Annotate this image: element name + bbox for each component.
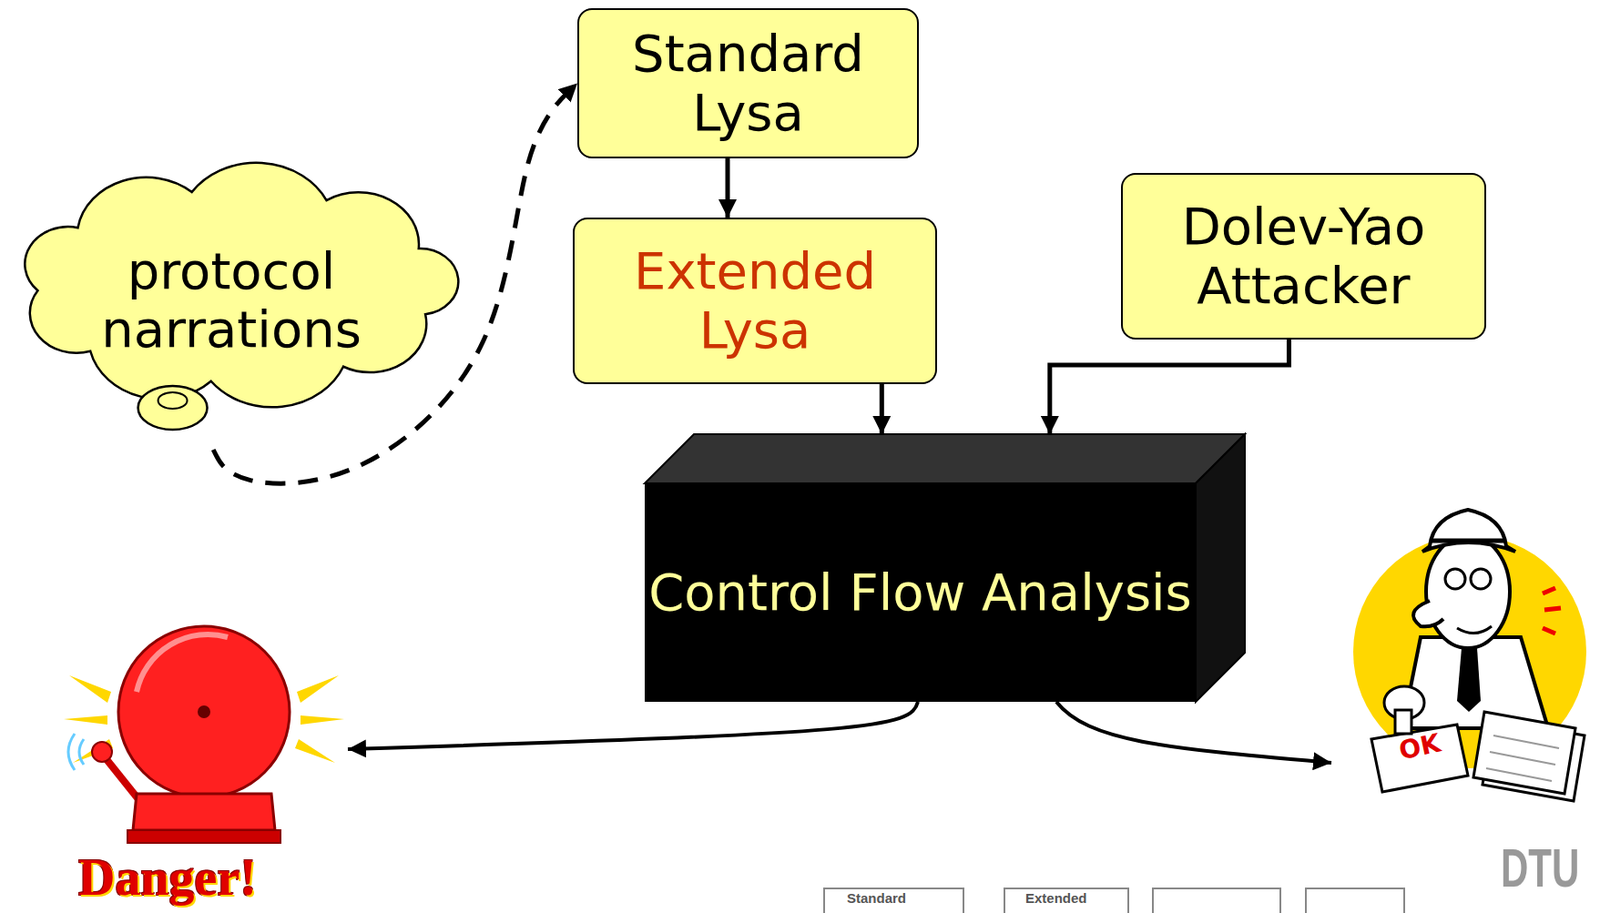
process-box: Dolev-Yao Attacker: [1121, 173, 1487, 340]
cloud-puff: [138, 386, 208, 430]
bell-center: [197, 705, 211, 719]
nav-box: [1152, 888, 1281, 913]
node-label: Control Flow Analysis: [648, 563, 1193, 622]
bell-base: [132, 794, 276, 831]
detective-coat: [1402, 637, 1549, 729]
cloud-body: [24, 163, 459, 408]
detective-smile: [1457, 626, 1492, 634]
footer-nav: [824, 888, 1405, 913]
detective-glasses: [1445, 569, 1466, 590]
detective-nose: [1413, 601, 1444, 627]
process-box: Standard Lysa: [577, 8, 919, 159]
rubber-stamp: [1395, 710, 1412, 734]
nav-label: Standard: [846, 891, 907, 906]
block-side-face: [1195, 434, 1245, 703]
detective-hat-band: [1431, 539, 1507, 544]
nav-box: [1004, 888, 1129, 913]
bell-ray: [300, 715, 345, 725]
bell-ray: [296, 675, 339, 704]
analysis-block: Control Flow Analysis: [644, 434, 1245, 703]
block-front-face: [644, 483, 1196, 703]
logo-text: DTU: [1500, 841, 1580, 897]
process-box: Extended Lysa: [572, 217, 938, 385]
flow-arrow: [725, 158, 731, 218]
approval-paper: [1371, 724, 1468, 793]
paper-lines: [1486, 735, 1560, 782]
nav-box: [824, 888, 964, 913]
detective-tie: [1457, 648, 1481, 713]
node-label: Extended Lysa: [589, 242, 921, 360]
cloud-puff: [158, 392, 188, 409]
sound-wave: [68, 733, 84, 771]
flow-arrow: [1049, 339, 1290, 435]
detective-hat: [1422, 509, 1516, 552]
excitement-marks: [1542, 588, 1561, 634]
alarm-bell: [63, 626, 345, 844]
node-label: Dolev-Yao Attacker: [1137, 197, 1470, 316]
bell-base-foot: [127, 830, 281, 844]
paper-stack: [1473, 712, 1576, 795]
bell-ray: [63, 715, 108, 725]
node-label: Standard Lysa: [593, 24, 903, 143]
ok-output-arrow: [1056, 702, 1332, 764]
node-label: protocol narrations: [46, 242, 417, 360]
alarm-caption: Danger!: [78, 852, 257, 904]
bell-ray: [69, 675, 112, 704]
detective-figure: [1353, 509, 1587, 802]
thought-cloud: protocol narrations: [10, 173, 462, 456]
bell-dome: [118, 626, 290, 798]
detective-glasses: [1470, 569, 1491, 590]
bell-highlight: [136, 634, 228, 693]
nav-box: [1305, 888, 1405, 913]
bell-hammer: [91, 742, 113, 763]
detective-head: [1426, 535, 1510, 649]
nav-label: Extended: [1025, 891, 1088, 906]
danger-output-arrow: [347, 702, 918, 750]
bell-ray: [295, 739, 336, 764]
block-top-face: [644, 434, 1245, 484]
